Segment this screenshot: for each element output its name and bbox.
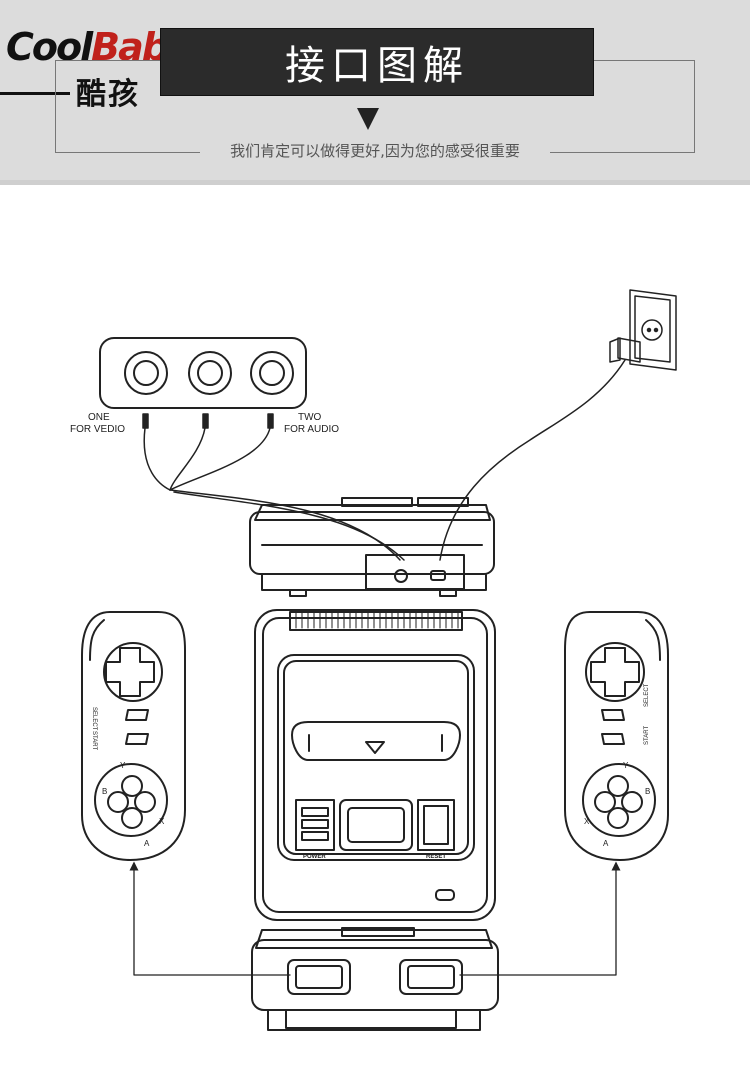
- right-controller-select-label: SELECT: [644, 683, 650, 707]
- av-label-one: ONE: [88, 412, 110, 423]
- left-controller-x-label: X: [159, 817, 165, 826]
- power-outlet: [439, 289, 677, 561]
- right-controller-b-label: B: [645, 787, 651, 796]
- controller-right-connection-arrow: [459, 861, 621, 976]
- left-controller-b-label: B: [102, 787, 108, 796]
- console-top-view: [254, 609, 496, 921]
- right-controller: [564, 611, 669, 861]
- console-back-view: [249, 497, 495, 597]
- av-label-vedio: FOR VEDIO: [70, 424, 126, 435]
- connection-diagram: [81, 289, 677, 1031]
- brand-name-cn: 酷孩: [76, 77, 140, 112]
- controller-left-connection-arrow: [129, 861, 291, 976]
- down-arrow-icon: [357, 108, 379, 130]
- tagline: 我们肯定可以做得更好,因为您的感受很重要: [200, 141, 550, 161]
- frame-line-right-top: [592, 60, 695, 61]
- av-cable: [142, 413, 405, 561]
- frame-line-left: [55, 60, 56, 152]
- console-reset-label: RESET: [426, 854, 447, 860]
- av-label-two: TWO: [298, 412, 322, 423]
- title-box: 接口图解: [160, 28, 594, 96]
- frame-line-right: [694, 60, 695, 152]
- console-vent-top: [295, 612, 459, 629]
- av-jack-box: [99, 337, 307, 409]
- right-controller-y-label: Y: [623, 761, 629, 770]
- left-controller: [81, 611, 186, 861]
- right-controller-x-label: X: [584, 817, 590, 826]
- left-controller-select-label: SELECT: [91, 707, 97, 731]
- left-controller-a-label: A: [144, 839, 150, 848]
- brand-underline: [0, 92, 70, 95]
- left-controller-start-label: START: [91, 731, 97, 751]
- console-power-label: POWER: [303, 854, 326, 860]
- right-controller-a-label: A: [603, 839, 609, 848]
- av-label-audio: FOR AUDIO: [284, 424, 340, 435]
- brand-name-part1: Cool: [6, 25, 93, 69]
- page-title: 接口图解: [285, 43, 469, 89]
- right-controller-start-label: START: [644, 725, 650, 745]
- console-front-view: [251, 927, 499, 1031]
- header-divider: [0, 180, 750, 185]
- left-controller-y-label: Y: [120, 761, 126, 770]
- frame-line-left-top: [55, 60, 160, 61]
